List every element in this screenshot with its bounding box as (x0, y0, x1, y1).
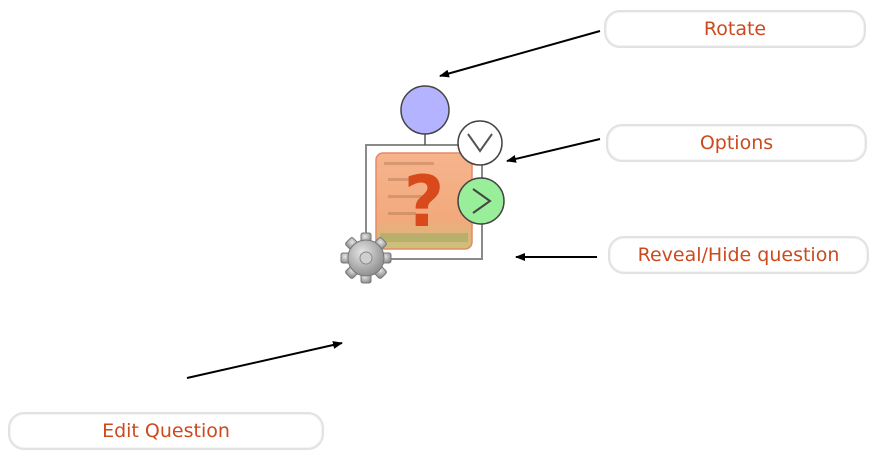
options-callout[interactable]: Options (606, 124, 867, 162)
card-background-lines (380, 162, 468, 242)
options-callout-label: Options (699, 132, 774, 154)
edit-question-callout-label: Edit Question (102, 420, 230, 442)
rotate-callout[interactable]: Rotate (604, 10, 866, 48)
gear-icon[interactable] (340, 232, 392, 284)
edit-question-callout[interactable]: Edit Question (8, 412, 324, 450)
reveal-hide-callout[interactable]: Reveal/Hide question (608, 236, 869, 274)
chevron-down-icon[interactable] (457, 120, 503, 166)
reveal-hide-callout-label: Reveal/Hide question (637, 244, 840, 266)
question-card[interactable]: ? (375, 152, 473, 250)
arrow-options (506, 138, 601, 163)
circle-handle-icon[interactable] (400, 85, 450, 135)
question-mark-glyph: ? (404, 161, 445, 243)
rotate-callout-label: Rotate (703, 18, 767, 40)
play-icon[interactable] (457, 177, 505, 225)
arrow-rotate (439, 30, 601, 78)
arrow-edit (186, 341, 343, 379)
